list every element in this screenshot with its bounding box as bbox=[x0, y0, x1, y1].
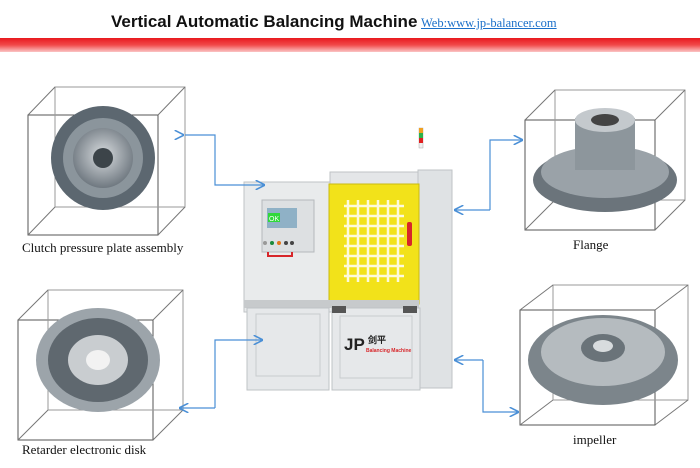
control-buttons bbox=[263, 241, 294, 245]
machine-logo-jp: JP bbox=[344, 335, 365, 354]
flange-image bbox=[533, 108, 677, 212]
caption-flange: Flange bbox=[573, 237, 609, 252]
machine-logo-sub: Balancing Machine bbox=[366, 348, 412, 354]
caption-retarder: Retarder electronic disk bbox=[22, 442, 147, 457]
arrow-clutch bbox=[185, 134, 264, 185]
impeller-image bbox=[528, 315, 678, 405]
machine-logo-cn: 剑平 bbox=[367, 334, 386, 346]
balancing-machine-image: OK JP 剑平 Balancing Machine bbox=[243, 127, 453, 391]
screen-ok-text: OK bbox=[269, 216, 279, 223]
caption-impeller: impeller bbox=[573, 432, 617, 447]
connector-arrows bbox=[180, 135, 522, 412]
website-link[interactable]: Web:www.jp-balancer.com bbox=[421, 16, 557, 30]
retarder-disk-image bbox=[36, 308, 160, 412]
caption-clutch: Clutch pressure plate assembly bbox=[22, 240, 184, 255]
header-divider-bar bbox=[0, 38, 700, 52]
clutch-pressure-plate-image bbox=[51, 106, 155, 210]
page-title: Vertical Automatic Balancing Machine bbox=[111, 12, 418, 31]
arrow-flange bbox=[489, 140, 522, 210]
